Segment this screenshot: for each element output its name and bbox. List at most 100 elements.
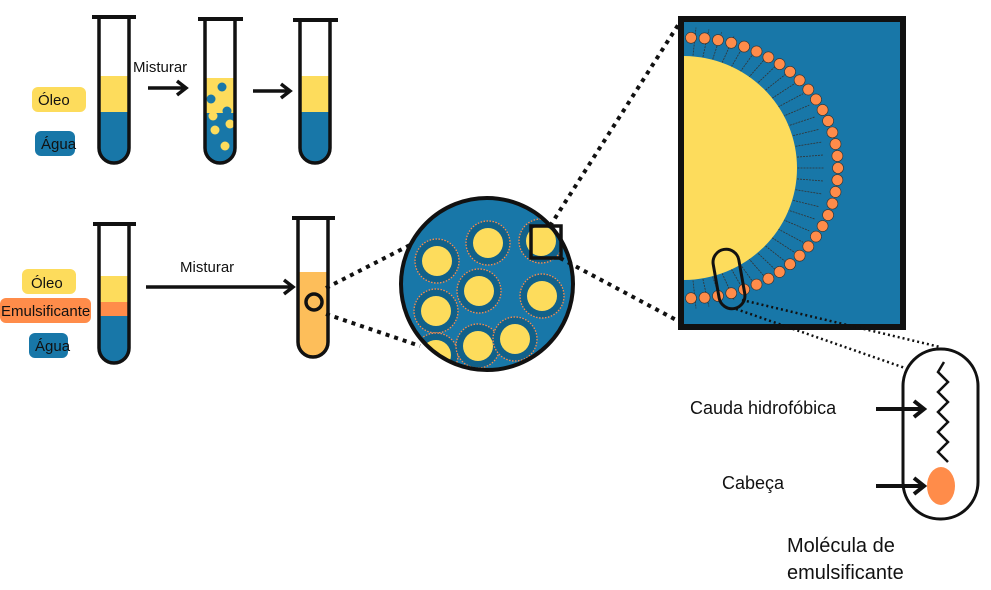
row2-label-water: Água: [29, 333, 71, 358]
oil-droplet: [208, 111, 218, 121]
row1-label-water: Água: [35, 131, 77, 156]
emulsifier-head: [822, 115, 834, 127]
molecule-caption-line2: emulsificante: [787, 562, 904, 584]
water-droplet: [222, 106, 232, 116]
zoom-line: [325, 312, 421, 348]
emulsifier-head: [831, 174, 844, 186]
head-arrow: [876, 476, 928, 496]
row1-label-oil: Óleo: [32, 87, 86, 112]
svg-text:Água: Água: [41, 136, 77, 153]
emulsifier-head: [750, 278, 763, 291]
emulsifier-tail: [779, 104, 810, 118]
molecule-caption-line1: Molécula de: [787, 535, 895, 557]
zoom-line: [741, 298, 941, 349]
tail-label: Cauda hidrofóbica: [690, 398, 837, 418]
oil-droplet: [220, 141, 230, 151]
emulsifier-tail: [779, 218, 810, 232]
water-droplet: [206, 94, 216, 104]
emulsifier-head: [831, 150, 844, 162]
emulsifier-tail: [787, 129, 819, 138]
emulsifier-head: [725, 36, 738, 49]
emulsifier-head: [762, 272, 775, 285]
emulsifier-tail: [789, 141, 822, 148]
emulsifier-head: [802, 240, 815, 253]
hydrophobic-tail: [936, 361, 950, 463]
row1-arrow-1: [148, 79, 189, 97]
water-droplet: [217, 82, 227, 92]
svg-text:Água: Água: [35, 338, 71, 355]
emulsifier-molecule: [901, 347, 980, 521]
emulsifier-tail: [775, 227, 804, 243]
test-tube-layers-with-emulsifier: [93, 222, 136, 365]
emulsifier-tail: [775, 93, 804, 109]
row2-label-oil: Óleo: [22, 269, 76, 294]
emulsifier-head: [738, 40, 750, 53]
tail-arrow: [876, 399, 928, 419]
row1-arrow-2: [253, 82, 293, 100]
emulsifier-tail: [692, 280, 697, 309]
zoom-line: [559, 256, 681, 324]
emulsifier-head: [793, 74, 806, 87]
magnified-micelle: [678, 16, 906, 330]
emulsifier-head: [784, 258, 796, 271]
zoom-selection-capsule: [711, 247, 747, 311]
emulsifier-tail: [702, 278, 710, 307]
emulsifier-head: [762, 51, 775, 64]
emulsifier-head: [810, 230, 822, 243]
emulsifier-head: [826, 126, 839, 139]
micelle: [413, 288, 459, 334]
micelle: [456, 268, 502, 314]
emulsifier-head: [816, 220, 829, 232]
emulsifier-tail: [769, 82, 796, 101]
emulsifier-tail: [790, 178, 824, 182]
emulsifier-head: [826, 197, 839, 210]
micelle: [455, 323, 501, 369]
emulsifier-head: [832, 162, 844, 174]
emulsifier-tail: [762, 243, 788, 264]
emulsifier-tail: [787, 198, 819, 207]
row1-mix-label: Misturar: [133, 59, 187, 76]
emulsifier-head: [685, 31, 697, 44]
emulsifier-tail: [721, 36, 735, 63]
emulsifier-head: [698, 291, 711, 304]
svg-text:Óleo: Óleo: [38, 92, 70, 109]
emulsifier-head: [822, 209, 834, 221]
test-tube-mixed: [198, 17, 243, 165]
emulsifier-tail: [784, 116, 815, 128]
emulsifier-tail: [755, 251, 779, 273]
svg-text:Óleo: Óleo: [31, 275, 63, 292]
emulsifier-head: [829, 138, 842, 150]
emulsifier-head: [698, 32, 711, 45]
emulsifier-head: [816, 104, 829, 116]
zoom-line: [325, 241, 415, 290]
emulsifier-tail: [769, 235, 796, 254]
emulsifier-tail: [702, 29, 710, 58]
emulsifier-tail: [784, 208, 815, 220]
magnified-emulsion: [399, 196, 575, 372]
test-tube-resettled: [293, 18, 338, 165]
emulsifier-head: [793, 249, 806, 262]
zoom-selection-square: [529, 224, 563, 260]
emulsifier-tail: [790, 154, 824, 158]
emulsifier-head: [784, 65, 796, 78]
oil-droplet: [225, 119, 235, 129]
oil-droplet-core: [684, 56, 797, 280]
emulsifier-tail: [692, 27, 697, 56]
zoom-selection-circle: [304, 292, 324, 312]
emulsifier-tail: [762, 72, 788, 93]
emulsifier-head: [725, 287, 738, 300]
micelle: [519, 273, 565, 319]
emulsifier-head: [810, 93, 822, 106]
head-label: Cabeça: [722, 473, 785, 493]
test-tube-separated: [92, 15, 136, 165]
emulsifier-head: [712, 34, 724, 46]
emulsifier-tail: [712, 276, 722, 304]
micelle: [492, 316, 538, 362]
row2-arrow: [146, 278, 296, 296]
emulsifier-head: [802, 83, 815, 96]
emulsifier-tail: [712, 32, 722, 60]
emulsifier-tail: [755, 63, 779, 85]
emulsifier-tail: [789, 188, 822, 195]
emulsifier-head: [685, 292, 697, 305]
